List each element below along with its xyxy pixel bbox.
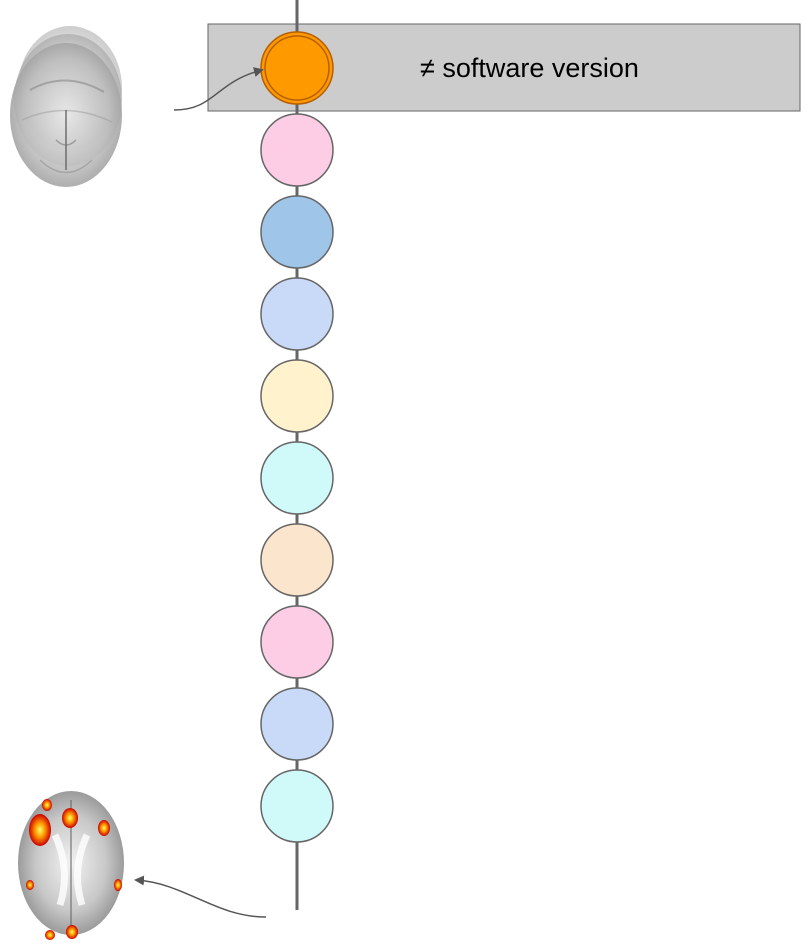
pipeline-node-2 — [260, 113, 334, 187]
pipeline-node-8 — [260, 605, 334, 679]
pipeline-nodes — [260, 31, 334, 843]
output-arrow — [134, 875, 267, 918]
highlight-label: ≠ software version — [420, 53, 639, 83]
pipeline-node-5 — [260, 359, 334, 433]
pipeline-node-7 — [260, 523, 334, 597]
input-brain-scan-image — [10, 26, 122, 187]
pipeline-node-3 — [260, 195, 334, 269]
input-arrow — [173, 67, 264, 111]
pipeline-node-4 — [260, 277, 334, 351]
output-brain-activation-map-image — [12, 780, 130, 947]
pipeline-node-1 — [260, 31, 334, 105]
pipeline-node-9 — [260, 687, 334, 761]
pipeline-node-1-inner-ring — [264, 35, 330, 101]
pipeline-node-6 — [260, 441, 334, 515]
pipeline-node-10 — [260, 769, 334, 843]
